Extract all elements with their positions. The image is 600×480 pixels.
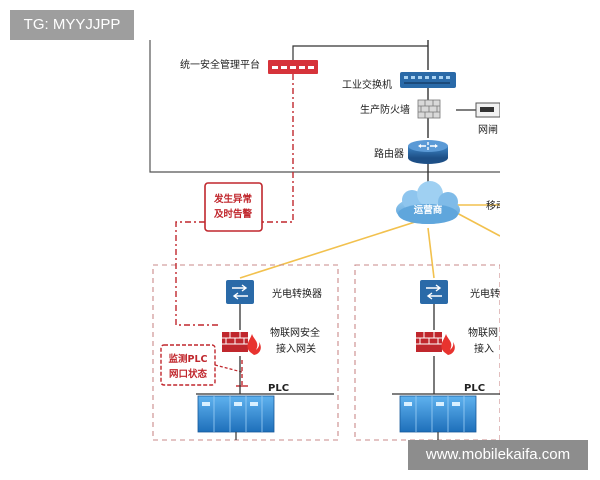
iot-gateway-left-label-line1: 物联网安全 xyxy=(270,326,320,339)
yellow-link-left xyxy=(239,221,416,279)
alarm-path-platform xyxy=(262,74,294,223)
converter-right-label: 光电转 xyxy=(470,287,500,300)
alarm-box xyxy=(204,182,263,232)
iot-gateway-left-icon xyxy=(222,332,261,355)
iot-gateway-left-label-line2: 接入网关 xyxy=(276,342,316,355)
firewall-label: 生产防火墙 xyxy=(360,103,410,116)
monitor-connector xyxy=(214,364,243,373)
platform-label: 统一安全管理平台 xyxy=(180,58,260,71)
site-watermark: www.mobilekaifa.com xyxy=(408,440,588,470)
plc-left-label: PLC xyxy=(268,383,289,394)
gateway-icon xyxy=(475,102,501,118)
field-zone-right xyxy=(354,264,501,441)
source-badge: TG: MYYJJPP xyxy=(10,10,134,40)
iot-gateway-right-icon xyxy=(416,332,455,355)
plc-right-icon xyxy=(399,395,477,433)
industrial-switch-icon xyxy=(400,72,456,88)
photoelectric-converter-right-icon xyxy=(420,280,448,304)
control-zone-frame xyxy=(149,40,500,173)
monitor-label-line1: 监测PLC xyxy=(169,353,208,365)
yellow-link-right xyxy=(427,227,435,279)
yellow-link-far-right xyxy=(454,211,501,237)
right-margin xyxy=(500,0,600,440)
photoelectric-converter-left-icon xyxy=(226,280,254,304)
alarm-label-line1: 发生异常 xyxy=(213,193,252,205)
platform-link xyxy=(292,45,428,66)
router-label: 路由器 xyxy=(374,147,404,160)
converter-left-label: 光电转换器 xyxy=(272,287,322,300)
iot-gateway-right-label-line1: 物联网 xyxy=(468,326,498,339)
switch-label: 工业交换机 xyxy=(342,78,392,91)
monitor-label-line2: 网口状态 xyxy=(169,368,208,380)
plc-left-icon xyxy=(197,395,275,433)
gateway-label: 网闸 xyxy=(478,123,498,136)
alarm-label-line2: 及时告警 xyxy=(214,208,253,220)
firewall-icon xyxy=(417,99,441,119)
iot-gateway-right-label-line2: 接入 xyxy=(474,342,494,355)
management-platform-icon xyxy=(268,60,318,74)
carrier-label: 运营商 xyxy=(414,204,443,216)
plc-right-label: PLC xyxy=(464,383,485,394)
router-icon xyxy=(408,140,448,164)
cloud-icon xyxy=(396,181,460,224)
field-zone-left xyxy=(152,264,339,441)
alarm-path-gateway xyxy=(175,221,218,326)
